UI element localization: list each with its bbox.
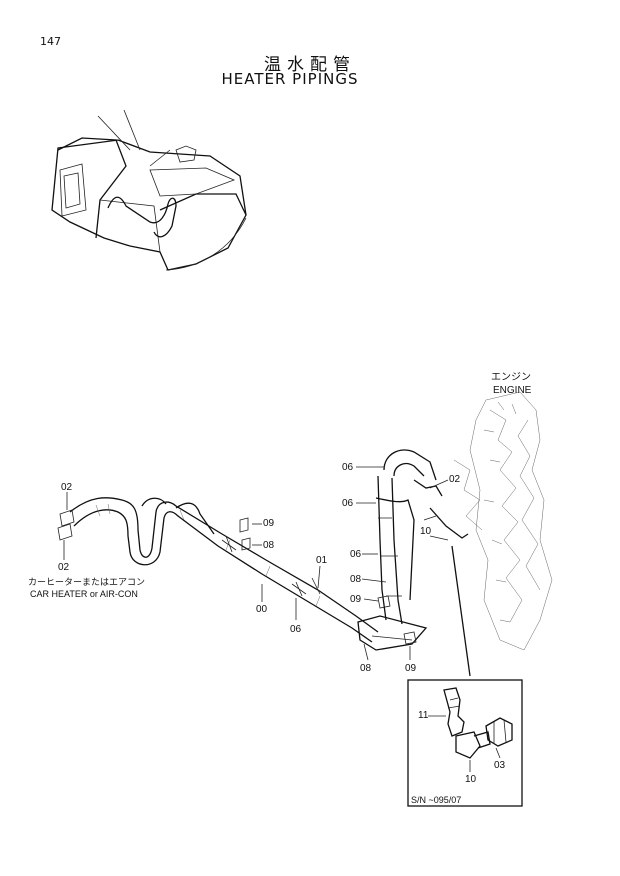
caption-english: CAR HEATER or AIR-CON (30, 589, 138, 599)
part-label-10: 10 (420, 526, 432, 537)
part-label-06: 06 (290, 624, 302, 635)
part-label-00: 00 (256, 604, 268, 615)
engine-label-english: ENGINE (493, 385, 532, 396)
part-label-08: 08 (350, 574, 362, 585)
part-label-06: 06 (342, 462, 354, 473)
part-label-01: 01 (316, 555, 328, 566)
part-label-11: 11 (418, 710, 429, 721)
detail-box (407, 679, 523, 807)
part-label-10: 10 (465, 774, 477, 785)
part-label-02: 02 (449, 474, 461, 485)
engine-label-japanese: エンジン (491, 372, 531, 383)
part-label-08: 08 (263, 540, 275, 551)
serial-number-note: S/N ~095/07 (411, 795, 462, 805)
caption-japanese: カーヒーターまたはエアコン (28, 577, 146, 587)
part-label-09: 09 (350, 594, 362, 605)
part-label-03: 03 (494, 760, 506, 771)
label-leaders (63, 466, 449, 661)
excavator-overview-illustration (51, 109, 247, 271)
part-label-02: 02 (58, 562, 70, 573)
page-number: 147 (40, 35, 61, 48)
part-label-06: 06 (350, 549, 362, 560)
part-label-09: 09 (405, 663, 417, 674)
part-label-09: 09 (263, 518, 275, 529)
part-label-02: 02 (61, 482, 73, 493)
part-label-06: 06 (342, 498, 354, 509)
hose-assembly (57, 449, 469, 651)
title-english: HEATER PIPINGS (221, 70, 359, 88)
title-japanese: 温水配管 (264, 55, 356, 75)
detail-leader (451, 545, 471, 677)
engine-illustration (453, 391, 553, 651)
part-label-08: 08 (360, 663, 372, 674)
